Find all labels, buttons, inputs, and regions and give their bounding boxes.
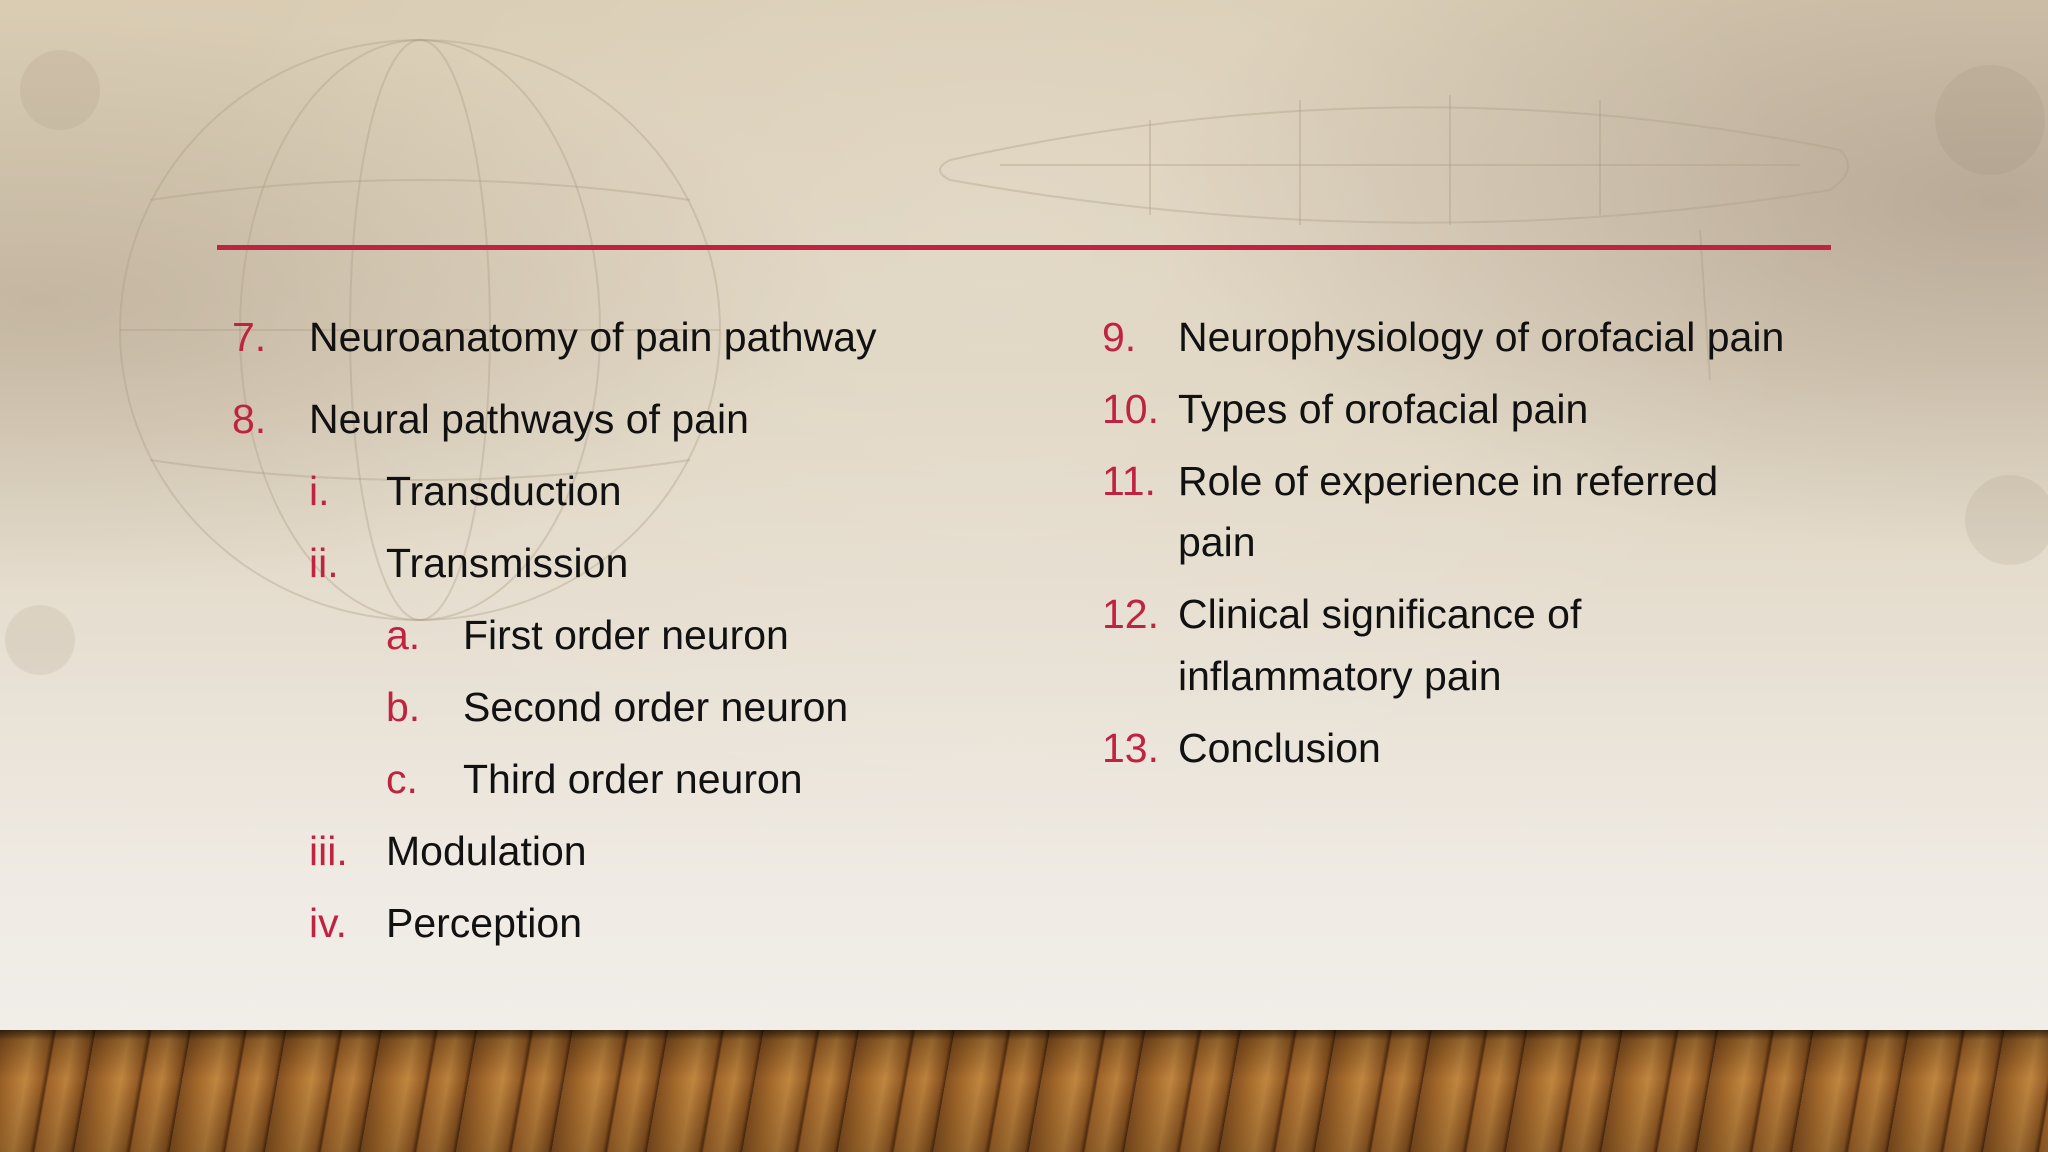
item-text: Neural pathways of pain bbox=[309, 396, 749, 442]
item-text: Neuroanatomy of pain pathway bbox=[309, 314, 877, 360]
item-marker: 10. bbox=[1102, 386, 1159, 432]
item-marker: 13. bbox=[1102, 725, 1159, 771]
item-text: Modulation bbox=[386, 828, 587, 874]
item-marker: 12. bbox=[1102, 591, 1159, 637]
wooden-floor bbox=[0, 1030, 2048, 1152]
item-text: Neurophysiology of orofacial pain bbox=[1178, 314, 1785, 360]
item-marker: 11. bbox=[1102, 458, 1156, 504]
item-text: Second order neuron bbox=[463, 684, 849, 730]
item-marker: ii. bbox=[309, 540, 339, 586]
item-marker: 9. bbox=[1102, 314, 1137, 360]
wall-background bbox=[0, 0, 2048, 1030]
item-marker: b. bbox=[386, 684, 421, 730]
item-text: Conclusion bbox=[1178, 725, 1381, 771]
item-text-continued: inflammatory pain bbox=[1178, 653, 1502, 699]
item-text: First order neuron bbox=[463, 612, 789, 658]
item-marker: iii. bbox=[309, 828, 348, 874]
item-marker: 7. bbox=[232, 314, 267, 360]
globe-outline bbox=[119, 39, 721, 621]
item-marker: i. bbox=[309, 468, 330, 514]
item-marker: 8. bbox=[232, 396, 267, 442]
floor-shadow bbox=[0, 1030, 2048, 1152]
item-text: Third order neuron bbox=[463, 756, 803, 802]
item-text: Perception bbox=[386, 900, 583, 946]
item-marker: a. bbox=[386, 612, 421, 658]
item-text: Clinical significance of bbox=[1178, 591, 1582, 637]
item-text: Types of orofacial pain bbox=[1178, 386, 1589, 432]
vintage-illustration-background bbox=[5, 39, 2048, 675]
item-text-continued: pain bbox=[1178, 519, 1256, 565]
title-divider-line bbox=[217, 245, 1831, 250]
item-marker: c. bbox=[386, 756, 418, 802]
airship-outline bbox=[939, 106, 1849, 224]
item-marker: iv. bbox=[309, 900, 347, 946]
item-text: Role of experience in referred bbox=[1178, 458, 1719, 504]
item-text: Transmission bbox=[386, 540, 629, 586]
item-text: Transduction bbox=[386, 468, 622, 514]
